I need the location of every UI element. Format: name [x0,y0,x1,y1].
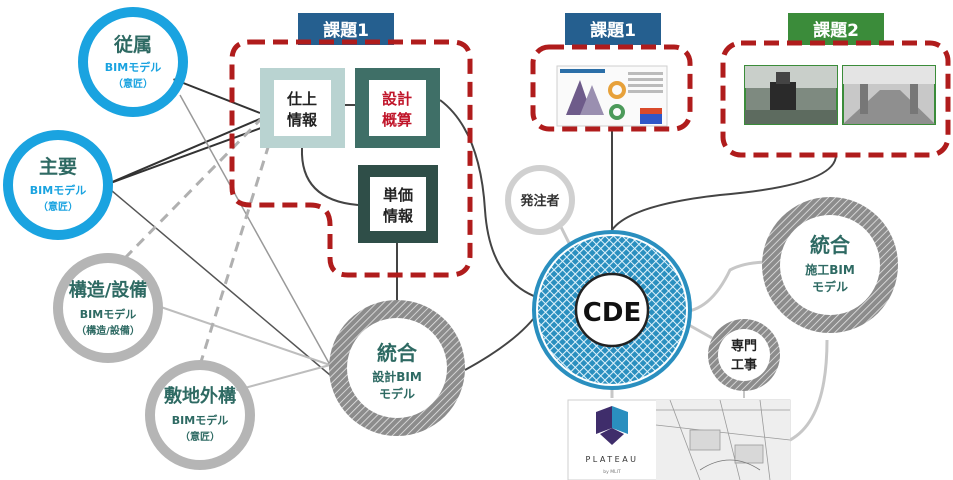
node-hacchusha: 発注者 [505,165,575,235]
dashboard-thumbnail [556,65,668,127]
tag-right: 課題2 [788,13,884,45]
node-cde-title: CDE [583,298,641,328]
node-senmon: 専門 工事 [708,319,780,391]
box-gaisan-line1: 設計 [382,90,412,108]
plateau-panel: PLATEAU by MLIT [567,399,791,480]
node-shuyo: 主要 BIMモデル （意匠） [3,130,113,240]
box-sekkei-gaisan: 設計 概算 [355,68,440,148]
node-senmon-line1: 専門 [731,338,757,354]
photo-construction-1 [744,65,838,125]
plateau-byline: by MLIT [603,469,621,475]
node-shuyo-sub1: BIMモデル [30,183,86,197]
tag-left-label: 課題1 [323,20,369,41]
box-tanka-line2: 情報 [383,207,414,225]
node-sekkei-bim-sub1: 設計BIM [372,369,422,384]
node-sekkei-bim: 統合 設計BIM モデル [329,300,465,436]
dashed-outline-middle [530,44,693,132]
box-tanka-line1: 単価 [383,186,413,204]
tag-right-label: 課題2 [813,20,859,41]
node-hacchusha-title: 発注者 [519,193,559,209]
city-map-image [655,399,791,480]
node-kozo-title: 構造/設備 [69,279,148,301]
dashed-outline-right [720,40,951,158]
node-juzoku-sub2: （意匠） [113,77,153,90]
node-seko-bim: 統合 施工BIM モデル [762,197,898,333]
node-shikichi-sub1: BIMモデル [172,413,228,427]
node-shikichi-title: 敷地外構 [164,385,236,407]
node-kozo-sub2: （構造/設備） [76,324,140,337]
box-shiage-line1: 仕上 [286,90,317,108]
node-juzoku: 従属 BIMモデル （意匠） [78,7,188,117]
node-juzoku-sub1: BIMモデル [105,60,161,74]
dashed-outline-left [229,39,473,278]
photo-construction-2 [842,65,936,125]
tag-middle: 課題1 [565,13,661,45]
plateau-logo [596,406,628,445]
node-sekkei-bim-title: 統合 [377,341,418,365]
node-cde: CDE [532,230,692,390]
box-shiage: 仕上 情報 [260,68,345,148]
node-seko-bim-sub1: 施工BIM [805,262,855,277]
node-seko-bim-title: 統合 [810,233,851,257]
node-kozo-sub1: BIMモデル [80,307,136,321]
box-tanka: 単価 情報 [358,165,438,243]
box-gaisan-line2: 概算 [382,111,412,129]
node-senmon-line2: 工事 [731,357,757,373]
node-kozo: 構造/設備 BIMモデル （構造/設備） [53,253,163,363]
plateau-wordmark: PLATEAU [585,455,638,464]
tag-middle-label: 課題1 [590,20,636,41]
node-shuyo-title: 主要 [39,156,77,178]
node-shikichi: 敷地外構 BIMモデル （意匠） [145,360,255,470]
node-sekkei-bim-sub2: モデル [379,386,415,401]
box-shiage-line2: 情報 [287,111,318,129]
node-juzoku-title: 従属 [113,33,152,56]
node-shuyo-sub2: （意匠） [38,200,78,213]
node-shikichi-sub2: （意匠） [180,430,220,443]
node-seko-bim-sub2: モデル [812,279,848,294]
